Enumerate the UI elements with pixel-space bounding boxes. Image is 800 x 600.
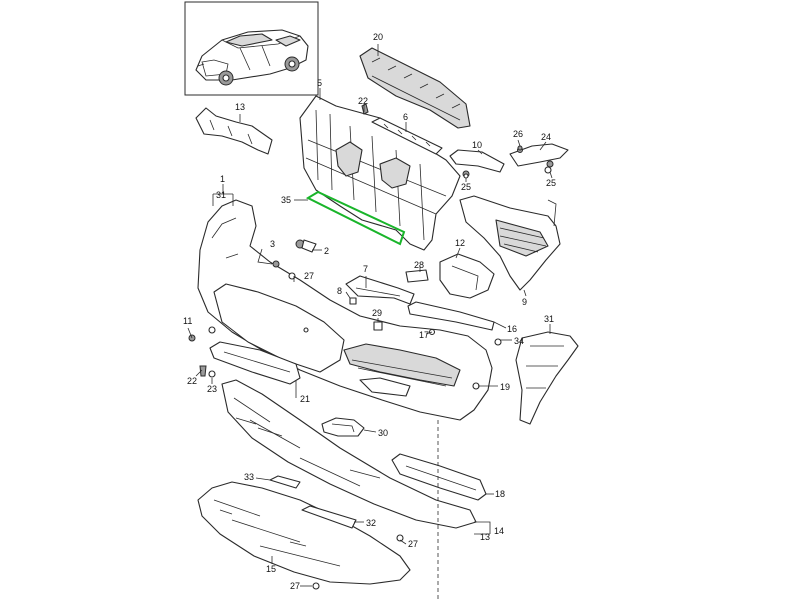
part-35-seal (305, 190, 406, 246)
callout-27-bottom: 27 (290, 581, 300, 591)
callout-30: 30 (378, 428, 388, 438)
callout-31-right: 31 (544, 314, 554, 324)
part-9-grille-duct (459, 195, 561, 291)
part-24-bracket (509, 143, 569, 168)
part-15-lower-shield (197, 481, 411, 585)
part-25-screw-left (463, 173, 469, 179)
callout-12: 12 (455, 238, 465, 248)
fasteners (188, 103, 552, 590)
part-22-fastener-left (199, 365, 207, 377)
callout-labels: 1 31 2 3 5 6 7 8 9 10 11 12 13 13 14 15 … (183, 32, 556, 591)
part-28-bracket (405, 269, 429, 283)
part-25-screw-right (544, 166, 552, 174)
callout-13-top: 13 (235, 102, 245, 112)
part-34-nut (494, 338, 502, 346)
part-30-fog-trim (321, 417, 365, 437)
part-27-screw-a (288, 272, 296, 280)
part-12-duct (439, 253, 495, 299)
callout-27-mid: 27 (408, 539, 418, 549)
callout-5: 5 (317, 78, 322, 88)
callout-24: 24 (541, 132, 551, 142)
callout-3: 3 (270, 239, 275, 249)
part-6-strip (371, 117, 443, 155)
callout-21: 21 (300, 394, 310, 404)
callout-20: 20 (373, 32, 383, 42)
part-26-clip (517, 145, 523, 151)
callout-31-left: 31 (216, 190, 226, 200)
callout-8: 8 (337, 286, 342, 296)
part-22-fastener-top (361, 103, 369, 115)
callout-15: 15 (266, 564, 276, 574)
part-21-lower-grille (209, 341, 301, 385)
part-3-clip (272, 260, 280, 268)
part-29-clip (373, 321, 383, 331)
callout-11: 11 (183, 316, 192, 326)
leader-lines (187, 44, 553, 600)
part-27-screw-c (312, 582, 320, 590)
part-16-strip (407, 301, 495, 331)
part-13-bracket (195, 107, 273, 155)
part-8-nut (349, 297, 357, 305)
callout-13-bottom: 13 (480, 532, 490, 542)
callout-22-left: 22 (187, 376, 197, 386)
part-5-carrier (299, 95, 461, 251)
callout-26: 26 (513, 129, 523, 139)
part-27-screw-b (396, 534, 404, 542)
callout-29: 29 (372, 308, 382, 318)
part-10-bracket (449, 149, 505, 178)
part-32-strip (301, 505, 357, 529)
callout-22-top: 22 (358, 96, 368, 106)
callout-7: 7 (363, 264, 368, 274)
callout-35: 35 (281, 195, 291, 205)
callout-1: 1 (220, 174, 225, 184)
vehicle-thumbnail (184, 1, 319, 96)
callout-25-right: 25 (546, 178, 556, 188)
callout-2: 2 (324, 246, 329, 256)
callout-19: 19 (500, 382, 510, 392)
callout-10: 10 (472, 140, 482, 150)
callout-6: 6 (403, 112, 408, 122)
part-23-screw (208, 370, 216, 378)
callout-17: 17 (419, 330, 429, 340)
part-31-bracket (515, 331, 579, 425)
callout-9: 9 (522, 297, 527, 307)
callout-23: 23 (207, 384, 217, 394)
callout-33: 33 (244, 472, 254, 482)
callout-28: 28 (414, 260, 424, 270)
callout-14: 14 (494, 526, 504, 536)
callout-16: 16 (507, 324, 517, 334)
callout-18: 18 (495, 489, 505, 499)
callout-27-upper: 27 (304, 271, 314, 281)
part-33-strip (269, 475, 301, 489)
callout-25-left: 25 (461, 182, 471, 192)
callout-34: 34 (514, 336, 524, 346)
callout-32: 32 (366, 518, 376, 528)
part-20-absorber (359, 47, 471, 129)
